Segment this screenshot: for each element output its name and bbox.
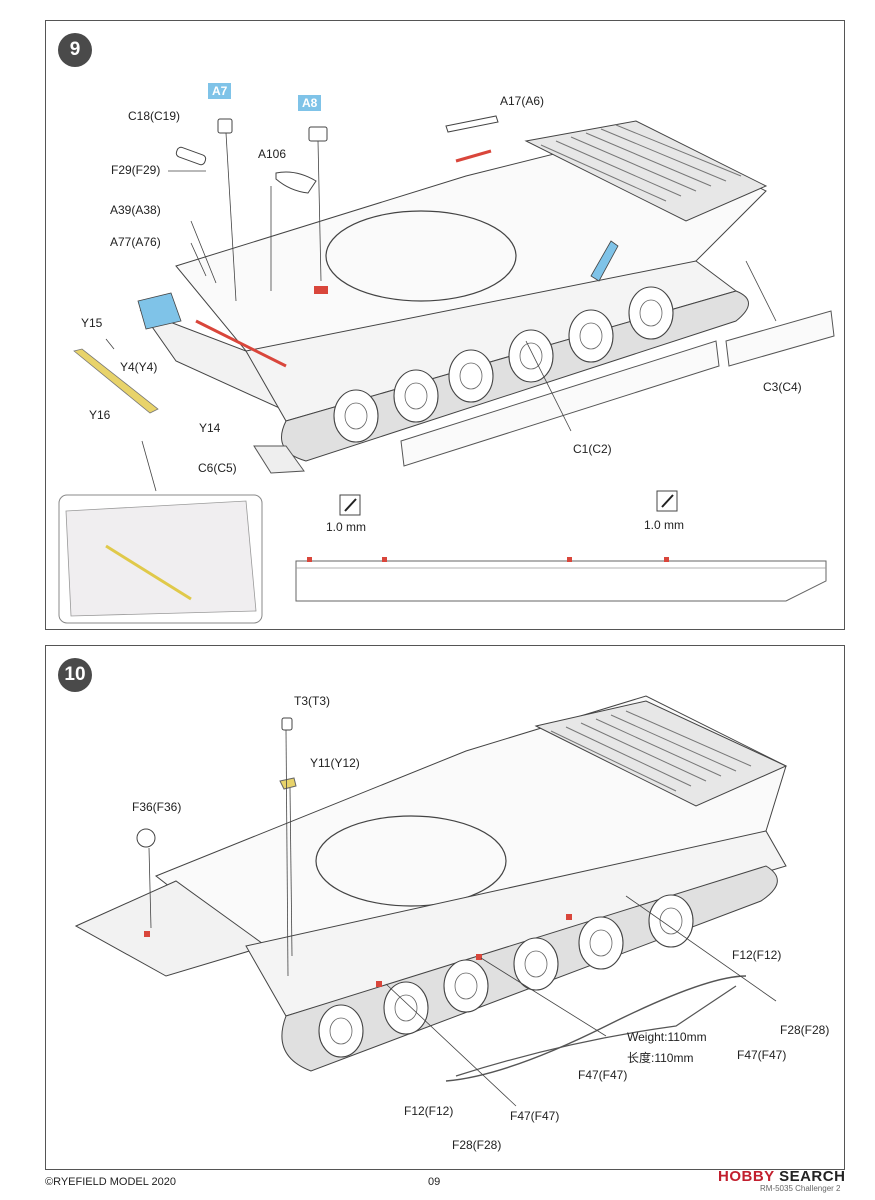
watermark-brand: HOBBY xyxy=(718,1168,775,1185)
part-y14: Y14 xyxy=(199,421,221,435)
step-number: 9 xyxy=(58,33,92,67)
part-a77: A77(A76) xyxy=(110,235,161,249)
part-c1: C1(C2) xyxy=(573,442,612,456)
measure-right: 1.0 mm xyxy=(644,518,685,532)
measure-left: 1.0 mm xyxy=(326,520,367,534)
part-y4: Y4(Y4) xyxy=(120,360,158,374)
part-f12-right: F12(F12) xyxy=(732,948,782,962)
pen-icon-left xyxy=(339,494,361,516)
copyright: ©RYEFIELD MODEL 2020 xyxy=(45,1176,176,1188)
part-a17: A17(A6) xyxy=(500,94,545,108)
part-y11: Y11(Y12) xyxy=(310,756,360,770)
length-label: 长度:110mm xyxy=(627,1051,694,1065)
badge-a8: A8 xyxy=(298,95,322,111)
part-a39: A39(A38) xyxy=(110,203,161,217)
badge-a7: A7 xyxy=(208,83,232,99)
part-f28-bottom: F28(F28) xyxy=(452,1138,502,1152)
part-a106: A106 xyxy=(258,147,287,161)
step-number: 10 xyxy=(58,658,92,692)
part-y15: Y15 xyxy=(81,316,103,330)
part-f36: F36(F36) xyxy=(132,800,182,814)
part-y16: Y16 xyxy=(89,408,111,422)
part-c3: C3(C4) xyxy=(763,380,802,394)
step-10-drawing xyxy=(74,695,788,1107)
step-9-panel: 9 xyxy=(45,20,845,630)
part-f47-bottom: F47(F47) xyxy=(510,1109,560,1123)
part-c6: C6(C5) xyxy=(198,461,237,475)
part-f47-mid: F47(F47) xyxy=(578,1068,628,1082)
watermark: HOBBY SEARCH xyxy=(718,1168,845,1185)
part-f28-right: F28(F28) xyxy=(780,1023,830,1037)
step-10-panel: 10 xyxy=(45,645,845,1170)
pen-icon-right xyxy=(656,490,678,512)
step-9-drawing xyxy=(58,115,835,624)
part-f12-bottom: F12(F12) xyxy=(404,1104,454,1118)
page-number: 09 xyxy=(428,1176,441,1188)
product-code: RM-5035 Challenger 2 xyxy=(760,1184,841,1193)
part-f47-right: F47(F47) xyxy=(737,1048,787,1062)
weight-label: Weight:110mm xyxy=(627,1030,707,1044)
part-c18: C18(C19) xyxy=(128,109,181,123)
watermark-suffix: SEARCH xyxy=(779,1168,846,1185)
part-t3: T3(T3) xyxy=(294,694,330,708)
part-f29: F29(F29) xyxy=(111,163,161,177)
